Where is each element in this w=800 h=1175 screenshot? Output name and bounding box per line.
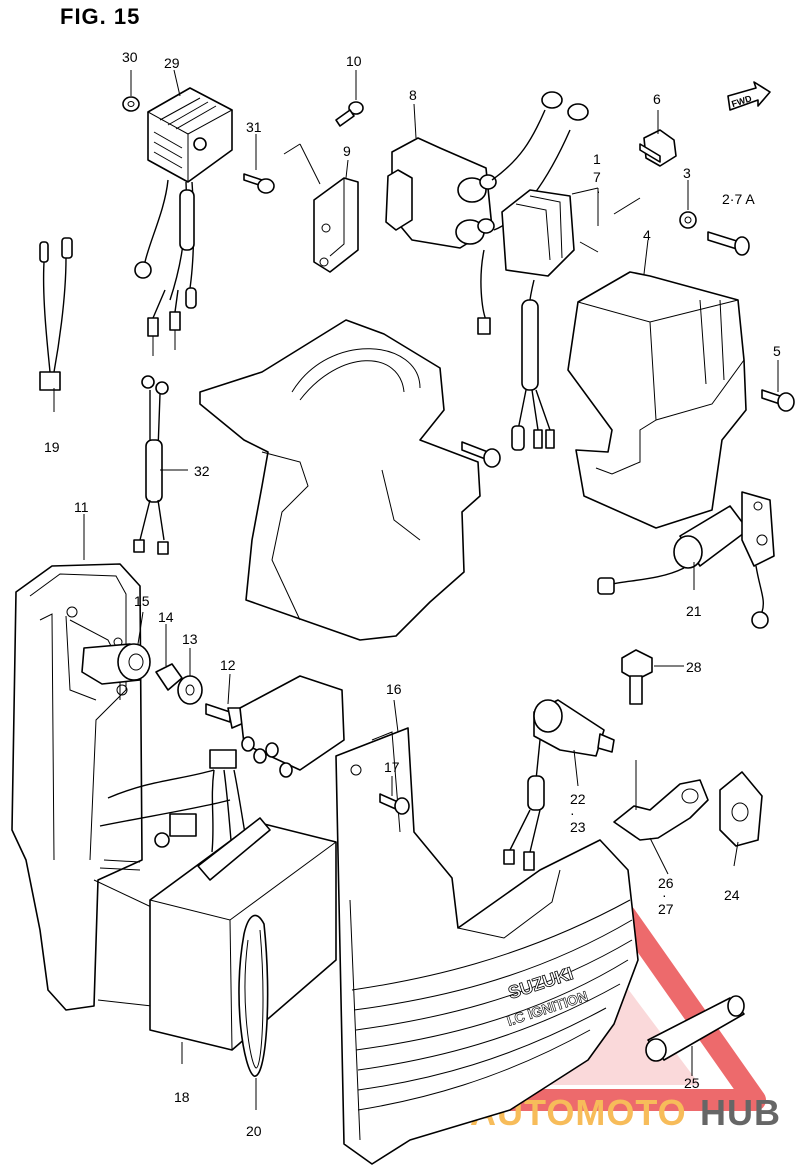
callout-24: 24 xyxy=(724,887,740,903)
callout-30: 30 xyxy=(122,49,138,65)
screw-part-2-7a xyxy=(707,231,750,256)
callout-27: 27 xyxy=(658,901,674,917)
callout-4: 4 xyxy=(643,227,651,243)
belt-part-20 xyxy=(238,914,269,1077)
callout-17: 17 xyxy=(384,759,400,775)
callout-13: 13 xyxy=(182,631,198,647)
screw-part-10 xyxy=(335,101,364,127)
callout-32: 32 xyxy=(194,463,210,479)
cover-part-16: SUZUKI I.C IGNITION xyxy=(335,727,639,1165)
figure-title: FIG. 15 xyxy=(60,4,141,29)
bracket-part-26 xyxy=(613,760,709,841)
shroud-part xyxy=(199,319,481,641)
callout-25: 25 xyxy=(684,1075,700,1091)
callout-31: 31 xyxy=(246,119,262,135)
callout-9: 9 xyxy=(343,143,351,159)
callout-19: 19 xyxy=(44,439,60,455)
sensor-part-22 xyxy=(503,699,615,871)
washer-part-30 xyxy=(122,96,140,112)
callout-6: 6 xyxy=(653,91,661,107)
callout-26: 26 xyxy=(658,875,674,891)
screw-part-31 xyxy=(243,173,275,194)
callout-18: 18 xyxy=(174,1089,190,1105)
svg-text:·: · xyxy=(596,183,601,199)
callout-21: 21 xyxy=(686,603,702,619)
bolt-part-12 xyxy=(205,703,247,729)
washer-part-3 xyxy=(679,211,697,229)
rectifier-part xyxy=(134,87,234,356)
screw-part-17 xyxy=(379,793,410,815)
callout-12: 12 xyxy=(220,657,236,673)
screw-shroud xyxy=(461,441,501,468)
callout-7: 7 xyxy=(593,169,601,185)
callout-14: 14 xyxy=(158,609,174,625)
cover-part-4 xyxy=(567,271,747,529)
svg-text:·: · xyxy=(662,887,667,903)
callout-29: 29 xyxy=(164,55,180,71)
callout-5: 5 xyxy=(773,343,781,359)
callout-15: 15 xyxy=(134,593,150,609)
callout-23: 23 xyxy=(570,819,586,835)
collar-part-14 xyxy=(155,663,183,691)
callout-16: 16 xyxy=(386,681,402,697)
callout-3: 3 xyxy=(683,165,691,181)
callout-10: 10 xyxy=(346,53,362,69)
bolt-part-6 xyxy=(639,129,677,167)
callout-2-7a: 2·7 A xyxy=(722,191,755,207)
svg-text:·: · xyxy=(570,805,575,821)
tube-part-25 xyxy=(645,995,745,1062)
solenoid-part-8 xyxy=(385,91,589,335)
watermark-text-part2: HUB xyxy=(700,1092,781,1133)
screw-part-5 xyxy=(761,389,795,412)
callout-11: 11 xyxy=(74,499,89,515)
harness-part-19 xyxy=(39,237,73,391)
callouts: 30 29 10 8 6 31 9 1 7 3 2·7 A 4 5 19 32 … xyxy=(44,49,781,1139)
bolt-part-28 xyxy=(621,649,653,705)
bracket-part-9 xyxy=(313,177,359,273)
callout-8: 8 xyxy=(409,87,417,103)
grommet-part-15 xyxy=(81,643,151,685)
relay-part-1 xyxy=(501,189,575,451)
harness-part-32 xyxy=(133,375,169,555)
callout-20: 20 xyxy=(246,1123,262,1139)
washer-part-13 xyxy=(177,675,203,705)
callout-22: 22 xyxy=(570,791,586,807)
fwd-arrow: FWD xyxy=(727,81,771,111)
plate-part-24 xyxy=(719,771,763,847)
callout-1: 1 xyxy=(593,151,601,167)
leader-lines xyxy=(53,69,779,1110)
callout-28: 28 xyxy=(686,659,702,675)
switch-part-21 xyxy=(597,491,775,629)
